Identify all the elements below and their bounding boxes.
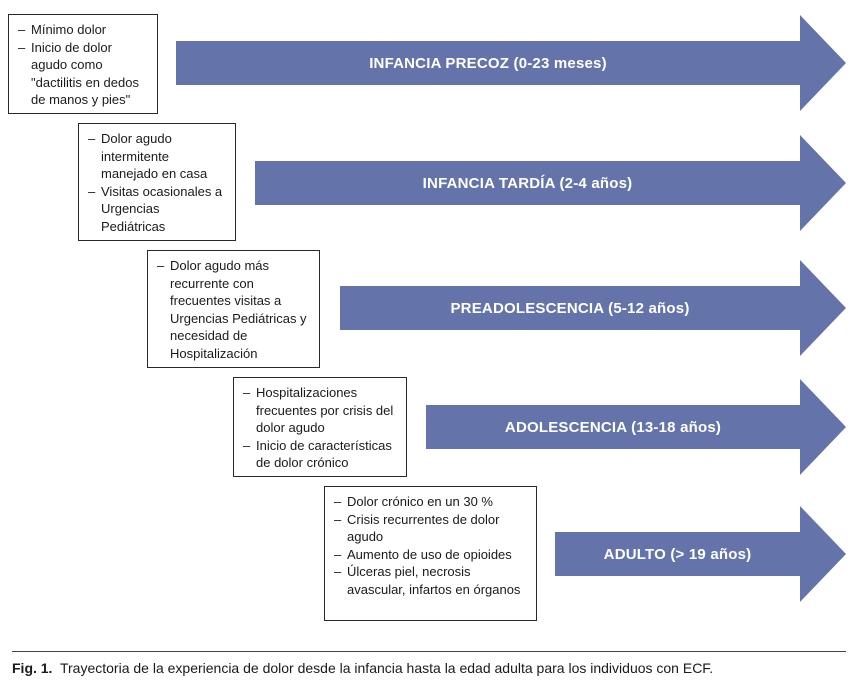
stage-2-arrow-shape: [255, 135, 846, 231]
stage-2-note-1: Dolor agudo intermitente manejado en cas…: [87, 130, 227, 183]
stage-1-notes-list: Mínimo dolor Inicio de dolor agudo como …: [17, 21, 149, 109]
stage-4-arrow-shape: [426, 379, 846, 475]
stage-3-notes-list: Dolor agudo más recurrente con frecuente…: [156, 257, 311, 362]
caption-divider: [12, 651, 846, 652]
stage-5-arrow: ADULTO (> 19 años): [555, 506, 846, 602]
stage-1-arrow-shape: [176, 15, 846, 111]
stage-4-notes-list: Hospitalizaciones frecuentes por crisis …: [242, 384, 398, 472]
stage-1-label: INFANCIA PRECOZ (0-23 meses): [369, 54, 607, 72]
stage-3-arrow: PREADOLESCENCIA (5-12 años): [340, 260, 846, 356]
stage-3-note-1: Dolor agudo más recurrente con frecuente…: [156, 257, 311, 362]
stage-3-arrow-shape: [340, 260, 846, 356]
stage-5-note-3: Aumento de uso de opioides: [333, 546, 528, 564]
stage-5-arrow-shape: [555, 506, 846, 602]
stage-4-label: ADOLESCENCIA (13-18 años): [504, 418, 722, 436]
stage-4-notes-box: Hospitalizaciones frecuentes por crisis …: [233, 377, 407, 477]
stage-5-notes-box: Dolor crónico en un 30 % Crisis recurren…: [324, 486, 537, 621]
stage-2-notes-list: Dolor agudo intermitente manejado en cas…: [87, 130, 227, 235]
stage-5-note-1: Dolor crónico en un 30 %: [333, 493, 528, 511]
stage-1-notes-box: Mínimo dolor Inicio de dolor agudo como …: [8, 14, 158, 114]
caption-text: Trayectoria de la experiencia de dolor d…: [59, 660, 714, 676]
stage-4-note-1: Hospitalizaciones frecuentes por crisis …: [242, 384, 398, 437]
stage-5-note-2: Crisis recurrentes de dolor agudo: [333, 511, 528, 546]
stage-1-arrow: INFANCIA PRECOZ (0-23 meses): [176, 15, 846, 111]
stage-4-note-2: Inicio de características de dolor cróni…: [242, 437, 398, 472]
stage-1-note-1: Mínimo dolor: [17, 21, 149, 39]
stage-2-arrow: INFANCIA TARDÍA (2-4 años): [255, 135, 846, 231]
figure-caption: Fig. 1. Trayectoria de la experiencia de…: [12, 660, 713, 676]
stage-2-notes-box: Dolor agudo intermitente manejado en cas…: [78, 123, 236, 241]
stage-1-note-2: Inicio de dolor agudo como "dactilitis e…: [17, 39, 149, 109]
stage-2-label: INFANCIA TARDÍA (2-4 años): [422, 174, 633, 192]
stage-3-label: PREADOLESCENCIA (5-12 años): [450, 299, 690, 317]
stage-2-note-2: Visitas ocasionales a Urgencias Pediátri…: [87, 183, 227, 236]
stage-5-notes-list: Dolor crónico en un 30 % Crisis recurren…: [333, 493, 528, 598]
stage-4-arrow: ADOLESCENCIA (13-18 años): [426, 379, 846, 475]
stage-3-notes-box: Dolor agudo más recurrente con frecuente…: [147, 250, 320, 368]
stage-5-note-4: Úlceras piel, necrosis avascular, infart…: [333, 563, 528, 598]
caption-prefix: Fig. 1.: [12, 660, 53, 676]
stage-5-label: ADULTO (> 19 años): [603, 545, 752, 563]
